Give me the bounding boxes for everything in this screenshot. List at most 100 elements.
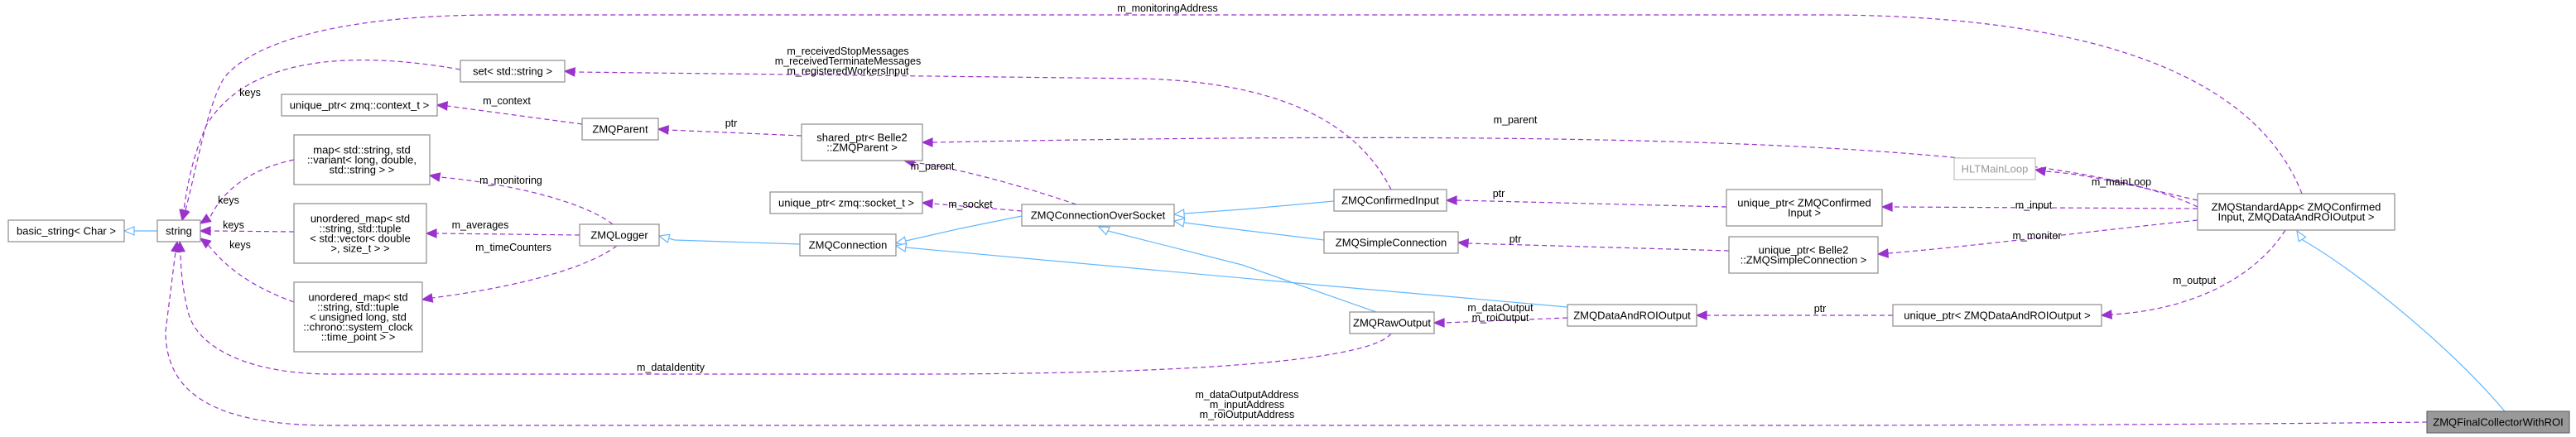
edge-label-m-parent-top: m_parent	[1494, 114, 1538, 126]
class-node-label: unique_ptr< Belle2	[1759, 244, 1849, 257]
class-node-label: std::string > >	[330, 164, 395, 176]
edge-label-m-parent-mid: m_parent	[911, 161, 955, 172]
class-node-umap-avg[interactable]: unordered_map< std::string, std::tuple< …	[293, 203, 427, 264]
class-node-label: ZMQStandardApp< ZMQConfirmed	[2212, 201, 2381, 214]
edge-label-set-keys: keys	[239, 87, 261, 98]
class-node-label: ::string, std::tuple	[317, 301, 399, 314]
edge-label-addresses: m_inputAddress	[1210, 399, 1284, 411]
edge-unique-simple-to-zmqsimpleconnection	[1457, 238, 1730, 252]
edge-label-averages: m_averages	[452, 219, 509, 231]
class-node-label: ::chrono::system_clock	[303, 321, 413, 334]
edge-label-ptr-simple: ptr	[1509, 233, 1522, 245]
class-node-label: ZMQRawOutput	[1353, 317, 1431, 329]
edge-standardapp-to-shared-parent	[921, 137, 2198, 208]
edge-string-to-basic-string	[123, 226, 157, 236]
class-node-label: < unsigned long, std	[310, 311, 407, 324]
edge-shared-parent-to-zmqparent	[657, 125, 802, 137]
class-node-label: ::string, std::tuple	[320, 223, 402, 235]
class-node-zmqconnoversocket[interactable]: ZMQConnectionOverSocket	[1021, 204, 1175, 227]
edge-zmqdataandroioutput-to-zmqconnection	[894, 243, 1568, 308]
edge-label-addresses: m_roiOutputAddress	[1200, 409, 1295, 420]
class-node-basic-string[interactable]: basic_string< Char >	[7, 219, 125, 243]
class-node-standardapp[interactable]: ZMQStandardApp< ZMQConfirmedInput, ZMQDa…	[2197, 193, 2395, 231]
class-node-zmqsimpleconnection[interactable]: ZMQSimpleConnection	[1323, 231, 1459, 254]
class-node-label: < std::vector< double	[310, 233, 410, 245]
class-node-label: ZMQConnectionOverSocket	[1031, 209, 1166, 222]
edge-label-ptr-dataroi: ptr	[1814, 303, 1827, 315]
class-node-unique-simple[interactable]: unique_ptr< Belle2::ZMQSimpleConnection …	[1728, 236, 1879, 274]
class-node-hltmainloop[interactable]: HLTMainLoop	[1953, 157, 2036, 180]
edge-standardapp-to-hltmainloop	[2034, 166, 2198, 201]
class-node-zmqdataandroioutput[interactable]: ZMQDataAndROIOutput	[1567, 304, 1697, 327]
class-node-string[interactable]: string	[156, 219, 201, 243]
class-node-set[interactable]: set< std::string >	[460, 60, 566, 83]
class-node-umap-time[interactable]: unordered_map< std::string, std::tuple< …	[293, 281, 423, 353]
class-node-label: string	[166, 225, 192, 238]
edge-umap-time-to-string	[199, 238, 295, 303]
edge-standardapp-to-unique-dataroi	[2100, 229, 2286, 319]
class-node-label: >, size_t > >	[330, 243, 389, 255]
class-node-zmqconnection[interactable]: ZMQConnection	[799, 233, 897, 257]
edge-label-main-loop: m_mainLoop	[2092, 176, 2151, 188]
class-node-label: Input >	[1788, 207, 1821, 219]
class-node-finalcollector[interactable]: ZMQFinalCollectorWithROI	[2426, 411, 2570, 434]
edge-label-map-keys: keys	[218, 194, 239, 206]
class-node-zmqrawoutput[interactable]: ZMQRawOutput	[1349, 311, 1435, 334]
class-node-label: unique_ptr< ZMQConfirmed	[1737, 197, 1871, 209]
edge-label-received: m_receivedStopMessages	[787, 46, 908, 57]
edge-unique-confirmed-to-zmqconfirmedinput	[1445, 195, 1727, 208]
edge-label-data-output: m_roiOutput	[1472, 312, 1529, 324]
class-node-zmqlogger[interactable]: ZMQLogger	[579, 223, 660, 247]
edge-standardapp-to-string	[181, 14, 2303, 222]
class-node-label: ::time_point > >	[321, 331, 396, 343]
edge-label-input: m_input	[2015, 199, 2053, 211]
edge-standardapp-to-unique-confirmed	[1880, 202, 2198, 212]
class-node-label: ZMQParent	[592, 123, 648, 136]
edge-zmqlogger-to-zmqconnection	[657, 233, 801, 245]
class-node-label: ZMQLogger	[590, 229, 648, 242]
class-node-label: basic_string< Char >	[17, 225, 116, 238]
edge-zmqconfirmedinput-to-set	[563, 67, 1392, 190]
edge-finalcollector-to-standardapp	[2296, 229, 2506, 412]
class-node-unique-dataroi[interactable]: unique_ptr< ZMQDataAndROIOutput >	[1892, 304, 2102, 327]
edge-standardapp-to-unique-simple	[1876, 219, 2198, 258]
edge-label-time-keys: keys	[229, 239, 251, 251]
class-node-map[interactable]: map< std::string, std::variant< long, do…	[293, 134, 431, 185]
edge-zmqconnoversocket-to-unique-socket	[921, 199, 1023, 212]
edge-label-monitoring: m_monitoring	[479, 175, 542, 186]
class-node-label: unordered_map< std	[311, 213, 410, 225]
edge-umap-avg-to-string	[199, 226, 295, 236]
edge-label-ptr-confirmed: ptr	[1493, 188, 1505, 199]
edge-label-time-counters: m_timeCounters	[475, 242, 551, 253]
class-node-label: unique_ptr< zmq::context_t >	[290, 99, 429, 112]
edge-zmqsimpleconnection-to-zmqconnoversocket	[1172, 218, 1325, 241]
class-node-zmqparent[interactable]: ZMQParent	[581, 118, 659, 141]
class-node-label: set< std::string >	[473, 65, 552, 78]
edge-zmqconnoversocket-to-zmqconnection	[894, 215, 1023, 246]
class-node-label: ZMQConnection	[809, 239, 888, 252]
edge-label-output: m_output	[2173, 275, 2217, 286]
class-node-unique-socket[interactable]: unique_ptr< zmq::socket_t >	[769, 191, 923, 214]
edge-map-to-string	[199, 159, 295, 224]
edge-zmqparent-to-unique-ctx	[436, 101, 583, 125]
edge-zmqdataandroioutput-to-zmqrawoutput	[1432, 317, 1568, 328]
edge-label-context: m_context	[483, 95, 531, 107]
class-node-label: HLTMainLoop	[1962, 163, 2029, 175]
edge-zmqlogger-to-umap-avg	[425, 228, 580, 238]
class-node-label: ZMQFinalCollectorWithROI	[2433, 416, 2563, 429]
class-node-unique-confirmed[interactable]: unique_ptr< ZMQConfirmedInput >	[1726, 189, 1883, 227]
class-node-shared-parent[interactable]: shared_ptr< Belle2::ZMQParent >	[801, 123, 923, 161]
edge-zmqconfirmedinput-to-zmqconnoversocket	[1172, 200, 1335, 218]
edge-label-addresses: m_dataOutputAddress	[1195, 389, 1298, 401]
edge-finalcollector-to-string	[165, 240, 2428, 426]
edge-label-avg-keys: keys	[223, 219, 244, 231]
class-node-zmqconfirmedinput[interactable]: ZMQConfirmedInput	[1333, 189, 1447, 212]
edge-label-data-identity: m_dataIdentity	[637, 362, 705, 373]
class-node-label: shared_ptr< Belle2	[816, 132, 908, 144]
class-node-label: ZMQDataAndROIOutput	[1573, 310, 1691, 322]
edge-label-received: m_registeredWorkersInput	[787, 65, 909, 77]
class-node-label: unique_ptr< zmq::socket_t >	[778, 197, 914, 209]
edge-label-monitoring-address: m_monitoringAddress	[1117, 2, 1218, 14]
class-node-unique-ctx[interactable]: unique_ptr< zmq::context_t >	[281, 94, 438, 117]
